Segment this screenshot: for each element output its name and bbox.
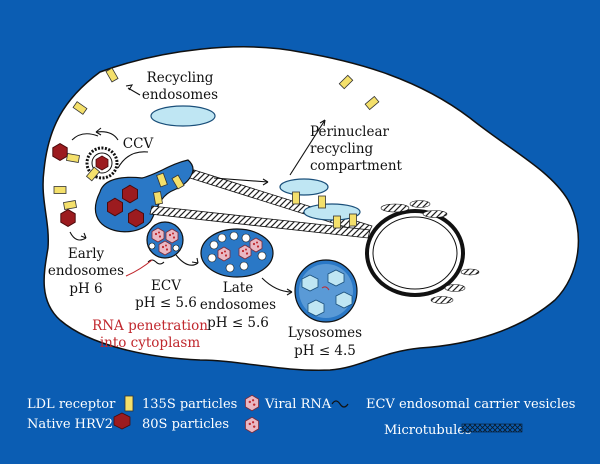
late-endosome xyxy=(200,228,274,278)
legend-ldl-receptor: LDL receptor xyxy=(27,397,116,412)
legend-microtubules: Microtubules xyxy=(384,423,472,438)
label-lyso-2: pH ≤ 4.5 xyxy=(294,343,356,359)
label-perinuclear-1: Perinuclear xyxy=(310,124,390,140)
legend-ecv: ECV endosomal carrier vesicles xyxy=(366,397,575,412)
label-rna-penetration-1: RNA penetration xyxy=(92,318,208,334)
microtubule-icon xyxy=(461,423,523,433)
native-hrv2-icon xyxy=(113,412,131,430)
perinuclear-compartment-2 xyxy=(303,203,361,221)
label-early-2: endosomes xyxy=(48,263,124,279)
label-late-1: Late xyxy=(223,280,253,296)
label-perinuclear-3: compartment xyxy=(310,158,403,174)
label-ecv-1: ECV xyxy=(151,278,181,294)
nucleus xyxy=(365,200,480,304)
label-perinuclear-2: recycling xyxy=(310,141,374,157)
legend-80s: 80S particles xyxy=(142,417,229,432)
perinuclear-compartment-1 xyxy=(279,178,329,196)
label-ccv: CCV xyxy=(123,136,154,152)
legend: LDL receptor 135S particles Viral RNA EC… xyxy=(27,394,575,438)
label-late-3: pH ≤ 5.6 xyxy=(207,315,269,331)
legend-viral-rna: Viral RNA xyxy=(264,397,332,412)
lysosome xyxy=(294,259,358,323)
label-early-3: pH 6 xyxy=(69,281,102,297)
label-recycling-1: Recycling xyxy=(147,70,214,86)
label-ecv-2: pH ≤ 5.6 xyxy=(135,295,197,311)
recycling-endosome xyxy=(150,105,216,127)
legend-135s: 135S particles xyxy=(142,397,237,412)
80s-particle-icon xyxy=(244,416,260,434)
label-rna-penetration-2: into cytoplasm xyxy=(100,335,201,351)
rna-strand-icon xyxy=(331,400,349,408)
pathway-arrows xyxy=(69,84,326,296)
viral-rna-icon xyxy=(244,394,260,412)
label-late-2: endosomes xyxy=(200,297,276,313)
label-lyso-1: Lysosomes xyxy=(288,325,362,341)
microtubule-lower xyxy=(149,205,371,239)
early-endosome xyxy=(94,159,194,233)
label-recycling-2: endosomes xyxy=(142,87,218,103)
ccv-vesicle xyxy=(85,146,119,182)
ecv-vesicle xyxy=(146,221,184,265)
legend-native-hrv2: Native HRV2 xyxy=(27,417,113,432)
receptor-icon xyxy=(124,395,134,412)
label-early-1: Early xyxy=(68,246,105,262)
